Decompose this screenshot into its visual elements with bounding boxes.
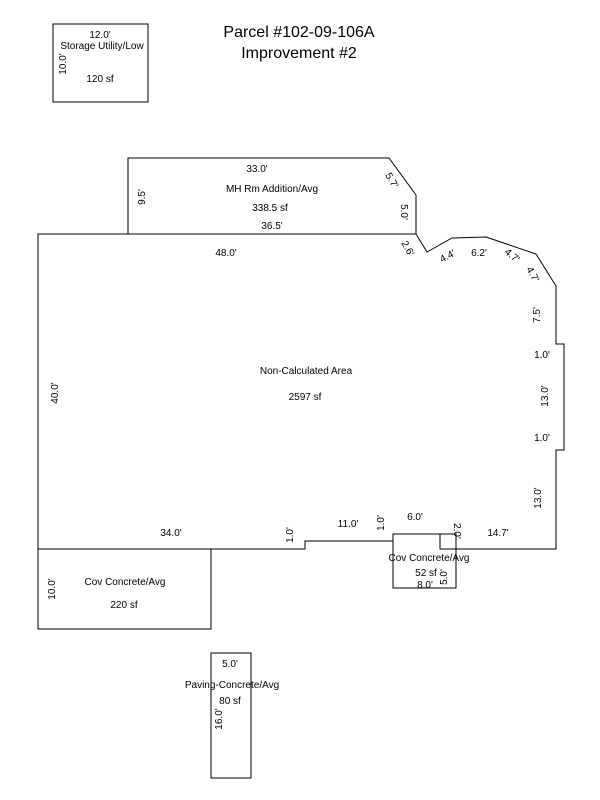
cov2-depth-label: 5.0' [439, 569, 450, 585]
mh-area-label: 338.5 sf [252, 203, 288, 214]
cov-concrete-small-outline [392, 533, 457, 589]
non-calculated-area: 48.0' 2.6' 4.4' 6.2' 4.7' 4.7' 7.5' 1.0'… [37, 233, 565, 550]
mh-top-label: 33.0' [246, 164, 267, 175]
paving-depth-label: 16.0' [214, 708, 225, 729]
cov2-name-label: Cov Concrete/Avg [389, 553, 470, 564]
paving-concrete-outline [210, 652, 252, 779]
nc-bottom1-label: 34.0' [160, 528, 181, 539]
nc-area-label: 2597 sf [289, 392, 322, 403]
mh-addition-outline [127, 157, 417, 235]
storage-depth-label: 10.0' [58, 53, 69, 74]
storage-name-label: Storage Utility/Low [60, 41, 144, 52]
nc-right1-label: 7.5' [532, 307, 543, 323]
cov-concrete-left-area: Cov Concrete/Avg 10.0' 220 sf [37, 548, 212, 630]
storage-utility-area: 12.0' Storage Utility/Low 10.0' 120 sf [52, 23, 149, 103]
nc-diag1-label: 2.6' [398, 239, 415, 258]
nc-diag3-label: 6.2' [471, 248, 487, 259]
mh-right-label: 5.0' [398, 204, 409, 220]
nc-diag5-label: 4.7' [523, 265, 540, 284]
nc-left-label: 40.0' [50, 382, 61, 403]
parcel-title: Parcel #102-09-106A [223, 24, 375, 41]
storage-area-label: 120 sf [86, 74, 113, 85]
mh-addition-area: 33.0' MH Rm Addition/Avg 9.5' 5.7' 338.5… [127, 157, 417, 235]
improvement-title: Improvement #2 [241, 45, 357, 62]
nc-top-label: 48.0' [215, 248, 236, 259]
mh-left-label: 9.5' [137, 189, 148, 205]
cov-concrete-left-outline [37, 548, 212, 630]
nc-step3-label: 1.0' [285, 527, 296, 543]
nc-bottom3-label: 6.0' [407, 512, 423, 523]
nc-step1-label: 1.0' [534, 350, 550, 361]
paving-concrete-area: 5.0' Paving-Concrete/Avg 80 sf 16.0' [185, 652, 279, 779]
nc-right3-label: 13.0' [533, 487, 544, 508]
mh-name-label: MH Rm Addition/Avg [226, 184, 318, 195]
nc-name-label: Non-Calculated Area [260, 366, 353, 377]
nc-step2-label: 1.0' [534, 433, 550, 444]
cov1-name-label: Cov Concrete/Avg [85, 577, 166, 588]
storage-utility-outline [52, 23, 149, 103]
nc-step5-label: 2.0' [451, 523, 462, 539]
nc-diag2-label: 4.4' [438, 248, 457, 265]
cov1-area-label: 220 sf [110, 600, 137, 611]
non-calculated-outline [37, 233, 565, 550]
nc-diag4-label: 4.7' [502, 247, 521, 266]
mh-diagonal-label: 5.7' [382, 171, 399, 190]
paving-name-label: Paving-Concrete/Avg [185, 680, 279, 691]
nc-bottom4-label: 14.7' [487, 528, 508, 539]
cov2-width-label: 8.0' [417, 580, 433, 591]
nc-bottom2-label: 11.0' [338, 519, 359, 530]
nc-right2-label: 13.0' [540, 385, 551, 406]
storage-width-label: 12.0' [89, 30, 110, 41]
mh-bottom-label: 36.5' [261, 221, 282, 232]
cov2-area-label: 52 sf [415, 568, 437, 579]
paving-area-label: 80 sf [219, 696, 241, 707]
cov-concrete-small-area: Cov Concrete/Avg 52 sf 8.0' 5.0' [389, 533, 470, 591]
paving-width-label: 5.0' [222, 659, 238, 670]
nc-step4-label: 1.0' [376, 515, 387, 531]
cov1-depth-label: 10.0' [47, 578, 58, 599]
